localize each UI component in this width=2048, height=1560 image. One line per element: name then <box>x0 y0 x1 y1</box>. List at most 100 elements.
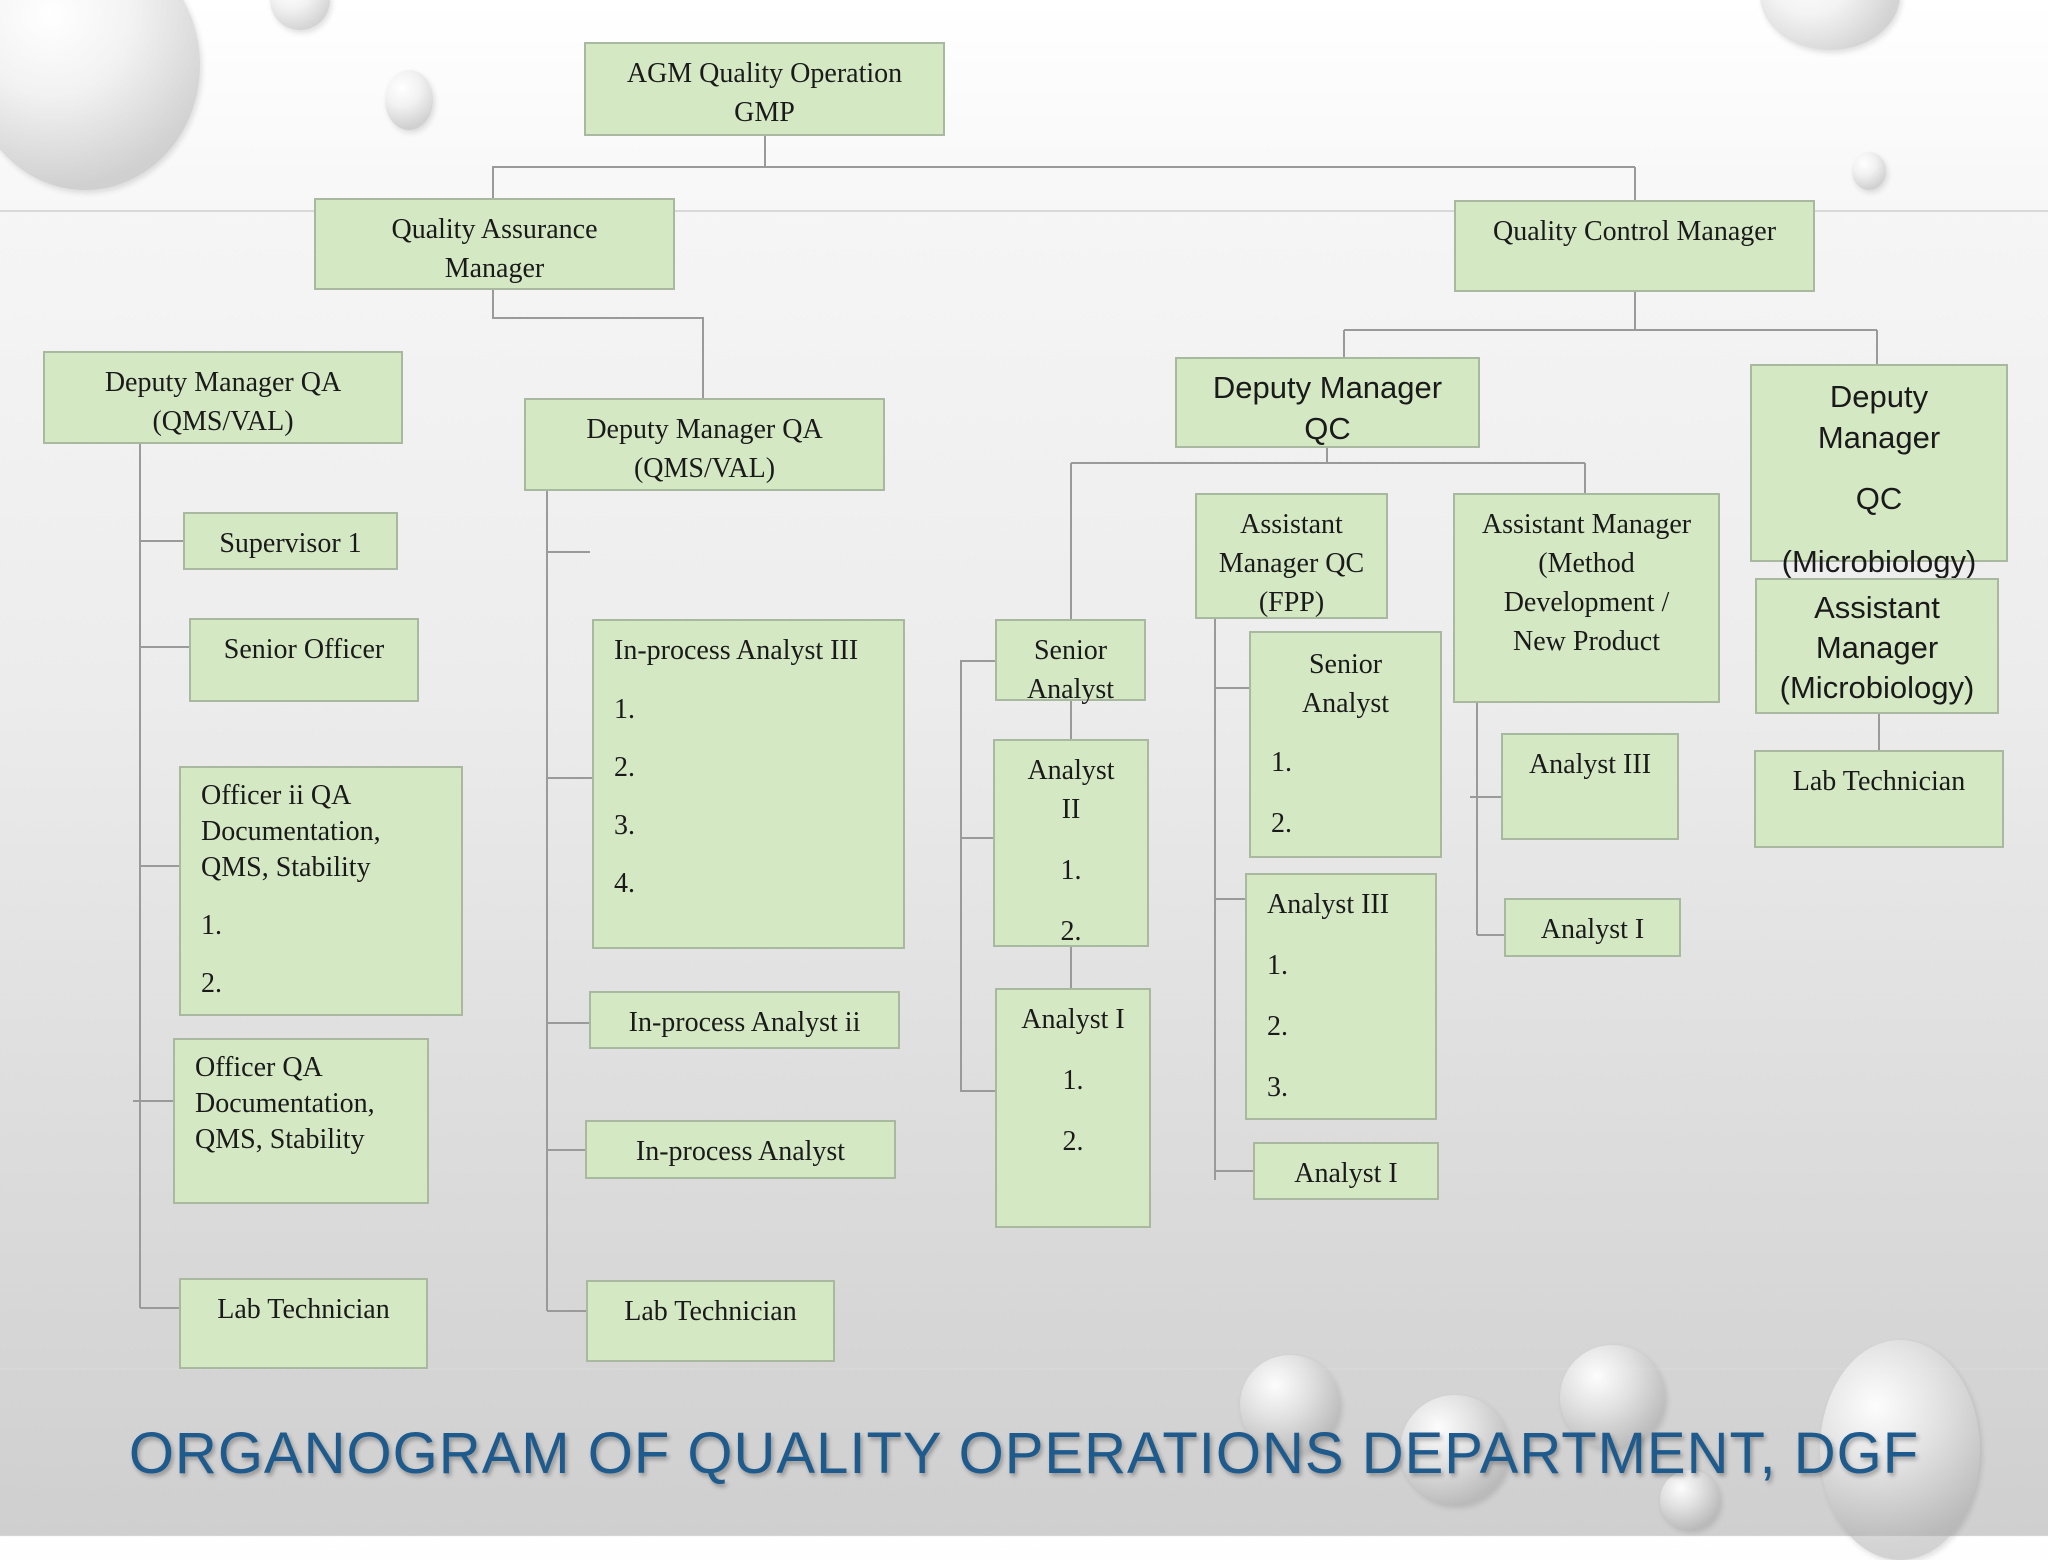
supervisor-label: Supervisor 1 <box>219 528 362 559</box>
officer-qa-box: Officer QA Documentation, QMS, Stability <box>173 1038 429 1204</box>
page-title: ORGANOGRAM OF QUALITY OPERATIONS DEPARTM… <box>128 1421 1920 1486</box>
officer-ii-item-2: 2. <box>201 968 222 999</box>
analyst1-a-item-2: 2. <box>1062 1126 1084 1157</box>
analyst1-a-line1: Analyst I <box>1021 1004 1125 1035</box>
senior-officer-label: Senior Officer <box>223 634 385 665</box>
senior-analyst-b-line2: Analyst <box>1301 688 1390 719</box>
officer-ii-line3: QMS, Stability <box>201 852 371 883</box>
dmqc-line2: QC <box>1304 411 1351 446</box>
analyst3-b-item-2: 2. <box>1267 1011 1288 1042</box>
dmqa1-line1: Deputy Manager QA <box>104 367 342 398</box>
ipa3-item-3: 3. <box>614 810 635 841</box>
assistant-manager-microbiology-box: Assistant Manager (Microbiology) <box>1755 578 1999 714</box>
senior-officer-box: Senior Officer <box>189 618 419 702</box>
analyst2-item-2: 2. <box>1060 916 1082 947</box>
analyst2-item-1: 1. <box>1060 855 1082 886</box>
in-process-analyst-iii-box: In-process Analyst III 1. 2. 3. 4. <box>592 619 905 949</box>
senior-analyst-b-item-1: 1. <box>1271 747 1292 778</box>
quality-assurance-manager-box: Quality Assurance Manager <box>314 198 675 290</box>
assistant-manager-qc-fpp-box: Assistant Manager QC (FPP) <box>1195 493 1388 619</box>
am-mdnp-line4: New Product <box>1513 626 1660 657</box>
supervisor-box: Supervisor 1 <box>183 512 398 570</box>
dmqcm-line2: Manager <box>1817 420 1941 455</box>
water-drop-icon <box>1820 1340 1980 1560</box>
officer-ii-line1: Officer ii QA <box>201 780 352 811</box>
ipa3-item-2: 2. <box>614 752 635 783</box>
analyst-iii-c-box: Analyst III <box>1501 733 1679 840</box>
ipa-label: In-process Analyst <box>635 1136 846 1167</box>
analyst-i-c-box: Analyst I <box>1504 898 1681 957</box>
divider-line-bottom <box>0 1368 2048 1370</box>
officer-ii-line2: Documentation, <box>201 816 381 847</box>
dmqc-line1: Deputy Manager <box>1212 370 1443 405</box>
qam-line2: Manager <box>444 253 545 284</box>
am-mdnp-line1: Assistant Manager <box>1481 509 1692 540</box>
dmqcm-line1: Deputy <box>1829 379 1929 414</box>
dmqa1-line2: (QMS/VAL) <box>152 406 294 437</box>
senior-analyst-a-box: Senior Analyst <box>995 619 1146 705</box>
qam-line1: Quality Assurance <box>391 214 598 245</box>
senior-analyst-b-box: Senior Analyst 1. 2. <box>1249 631 1442 858</box>
dmqa2-line2: (QMS/VAL) <box>633 453 776 484</box>
analyst-ii-box: Analyst II 1. 2. <box>993 739 1149 947</box>
ipa3-line1: In-process Analyst III <box>614 635 859 666</box>
water-drop-icon <box>1660 1470 1720 1530</box>
analyst1-b-label: Analyst I <box>1294 1158 1398 1189</box>
am-mdnp-line2: (Method <box>1538 548 1635 579</box>
dmqcm-line4: (Microbiology) <box>1781 544 1977 579</box>
lab-technician-micro-box: Lab Technician <box>1754 750 2004 848</box>
analyst3-b-line1: Analyst III <box>1267 889 1390 920</box>
am-fpp-line2: Manager QC <box>1218 548 1365 579</box>
analyst-i-b-box: Analyst I <box>1253 1142 1439 1200</box>
analyst-i-a-box: Analyst I 1. 2. <box>995 988 1151 1228</box>
lab-technician-qa1-box: Lab Technician <box>179 1278 428 1369</box>
analyst2-line2: II <box>1061 794 1081 825</box>
lab-tech-a-label: Lab Technician <box>217 1294 390 1325</box>
ipa2-label: In-process Analyst ii <box>628 1007 861 1038</box>
quality-control-manager-box: Quality Control Manager <box>1454 200 1815 292</box>
analyst3-b-item-3: 3. <box>1267 1072 1288 1103</box>
analyst1-a-item-1: 1. <box>1062 1065 1084 1096</box>
senior-analyst-b-line1: Senior <box>1308 649 1383 680</box>
divider-line-top <box>0 210 2048 212</box>
header-band <box>0 0 2048 210</box>
lab-tech-c-label: Lab Technician <box>1792 766 1966 797</box>
senior-analyst-b-item-2: 2. <box>1271 808 1292 839</box>
deputy-manager-qc-microbiology-box: Deputy Manager QC (Microbiology) <box>1750 364 2008 579</box>
am-mdnp-line3: Development / <box>1503 587 1670 618</box>
am-fpp-line1: Assistant <box>1240 509 1343 540</box>
water-drop-icon <box>1240 1355 1340 1455</box>
lab-tech-b-label: Lab Technician <box>624 1296 797 1327</box>
dmqcm-line3: QC <box>1855 481 1903 516</box>
senior-analyst-a-line2: Analyst <box>1026 674 1115 705</box>
deputy-manager-qa-2-box: Deputy Manager QA (QMS/VAL) <box>524 398 885 491</box>
ipa3-item-1: 1. <box>614 694 635 725</box>
officer-ii-item-1: 1. <box>201 910 222 941</box>
qcm-line1: Quality Control Manager <box>1492 216 1777 247</box>
am-micro-line1: Assistant <box>1814 590 1940 625</box>
analyst2-line1: Analyst <box>1027 755 1115 786</box>
in-process-analyst-box: In-process Analyst <box>585 1120 896 1179</box>
am-fpp-line3: (FPP) <box>1258 587 1325 618</box>
agm-quality-operation-box: AGM Quality Operation GMP <box>584 42 945 136</box>
am-micro-line3: (Microbiology) <box>1779 670 1975 705</box>
deputy-manager-qa-1-box: Deputy Manager QA (QMS/VAL) <box>43 351 403 444</box>
analyst3-c-label: Analyst III <box>1528 749 1652 780</box>
assistant-manager-method-development-box: Assistant Manager (Method Development / … <box>1453 493 1720 703</box>
officer-ii-qa-box: Officer ii QA Documentation, QMS, Stabil… <box>179 766 463 1016</box>
senior-analyst-a-line1: Senior <box>1033 635 1108 666</box>
agm-title: AGM Quality Operation <box>626 58 903 89</box>
analyst3-b-item-1: 1. <box>1267 950 1288 981</box>
water-drop-icon <box>1560 1345 1665 1450</box>
officer-qa-line2: Documentation, <box>195 1088 375 1119</box>
am-micro-line2: Manager <box>1815 630 1939 665</box>
analyst1-c-label: Analyst I <box>1540 914 1645 945</box>
dmqa2-line1: Deputy Manager QA <box>586 414 823 445</box>
water-drop-icon <box>1852 152 1886 190</box>
ipa3-item-4: 4. <box>614 868 635 899</box>
officer-qa-line3: QMS, Stability <box>195 1124 365 1155</box>
lab-technician-qa2-box: Lab Technician <box>586 1280 835 1362</box>
in-process-analyst-ii-box: In-process Analyst ii <box>589 991 900 1049</box>
officer-qa-line1: Officer QA <box>195 1052 323 1083</box>
